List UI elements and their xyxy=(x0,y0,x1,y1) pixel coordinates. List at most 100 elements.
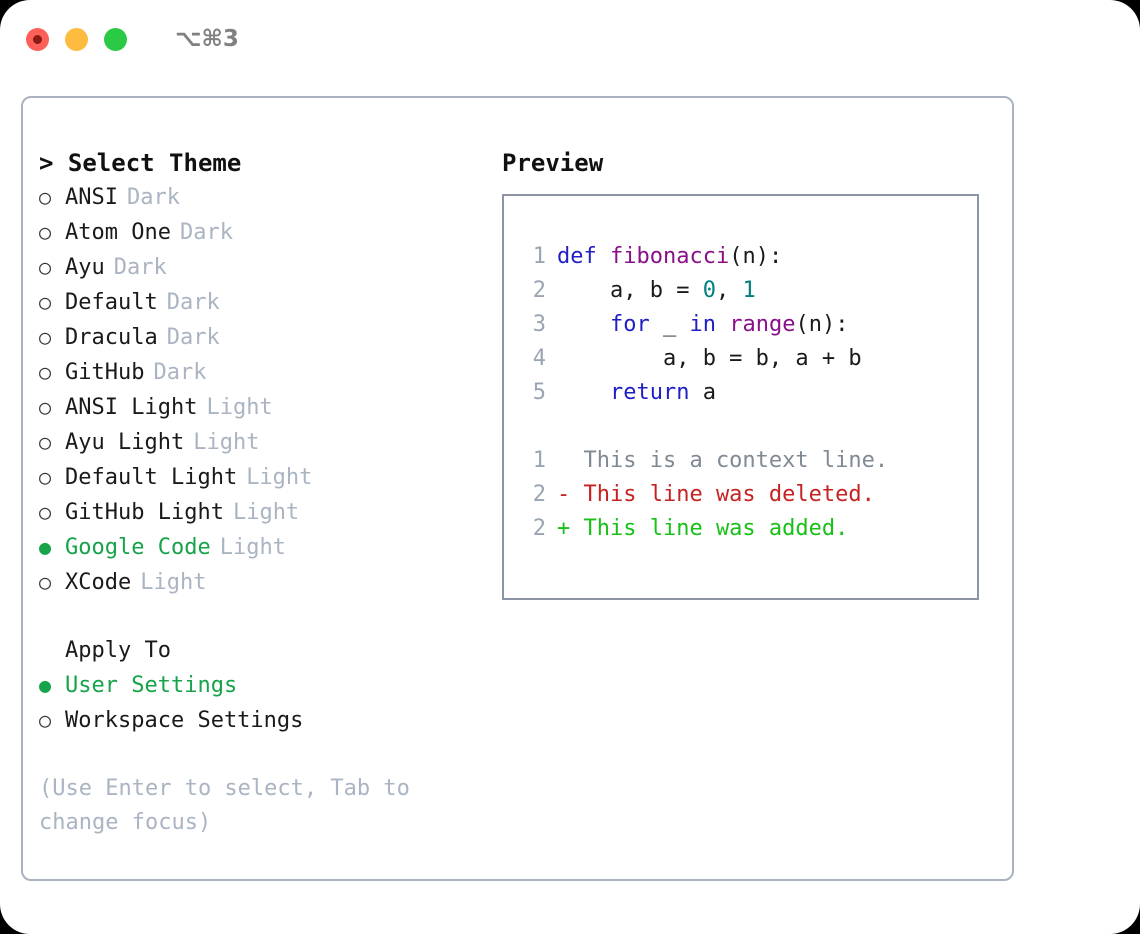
code-line-text: def fibonacci(n): xyxy=(557,240,782,274)
theme-variant-tag: Light xyxy=(206,395,273,420)
theme-variant-tag: Light xyxy=(193,430,260,455)
theme-variant-tag: Dark xyxy=(179,220,233,245)
diff-sample: 1 This is a context line.2- This line wa… xyxy=(516,444,977,546)
diff-line-text-ctx: This is a context line. xyxy=(557,448,889,473)
radio-unselected-icon[interactable]: ○ xyxy=(39,395,52,419)
radio-unselected-icon[interactable]: ○ xyxy=(39,570,52,594)
diff-line: 2- This line was deleted. xyxy=(516,478,977,512)
code-token-plain: a xyxy=(689,380,716,405)
theme-list-item[interactable]: ○ GitHub Light Light xyxy=(39,495,489,530)
maximize-window-button[interactable] xyxy=(104,27,127,51)
apply-to-option-label: User Settings xyxy=(65,673,238,698)
radio-selected-icon[interactable]: ● xyxy=(39,673,52,697)
keyboard-shortcut-label: ⌥⌘3 xyxy=(175,26,239,52)
theme-list-item[interactable]: ○ Default Light Light xyxy=(39,460,489,495)
theme-variant-tag: Light xyxy=(140,570,207,595)
theme-name-label: GitHub Light xyxy=(65,500,224,525)
code-line-number: 1 xyxy=(532,244,546,269)
diff-line-number: 1 xyxy=(532,448,546,473)
radio-unselected-icon[interactable]: ○ xyxy=(39,220,52,244)
theme-name-label: Dracula xyxy=(65,325,158,350)
code-token-plain: (n): xyxy=(795,312,849,337)
code-line-text: a, b = 0, 1 xyxy=(557,274,756,308)
traffic-lights xyxy=(26,27,127,51)
radio-unselected-icon[interactable]: ○ xyxy=(39,290,52,314)
code-token-kw: in xyxy=(689,312,716,337)
apply-to-section: Apply To ●User Settings○Workspace Settin… xyxy=(39,634,489,738)
code-line-text: for _ in range(n): xyxy=(557,308,848,342)
radio-unselected-icon[interactable]: ○ xyxy=(39,360,52,384)
code-token-plain xyxy=(557,380,610,405)
code-token-plain xyxy=(557,312,610,337)
code-token-fn: range xyxy=(729,312,796,337)
code-token-plain: (n): xyxy=(729,244,783,269)
close-icon xyxy=(33,34,42,44)
code-token-kw: return xyxy=(609,380,690,405)
code-line-number: 4 xyxy=(532,346,546,371)
theme-list-item[interactable]: ○ XCode Light xyxy=(39,565,489,600)
theme-variant-tag: Light xyxy=(219,535,286,560)
code-line-text: return a xyxy=(557,376,716,410)
apply-to-option[interactable]: ● User Settings xyxy=(39,668,489,703)
keyboard-hint-text: (Use Enter to select, Tab to change focu… xyxy=(39,776,410,835)
theme-name-label: XCode xyxy=(65,570,132,595)
code-line: 1 def fibonacci(n): xyxy=(516,240,977,274)
theme-name-label: ANSI xyxy=(65,185,118,210)
theme-variant-tag: Dark xyxy=(166,290,220,315)
apply-to-option[interactable]: ○ Workspace Settings xyxy=(39,703,489,738)
radio-unselected-icon[interactable]: ○ xyxy=(39,500,52,524)
theme-name-label: ANSI Light xyxy=(65,395,198,420)
code-line: 2 a, b = 0, 1 xyxy=(516,274,977,308)
diff-line-number: 2 xyxy=(532,482,546,507)
code-line: 5 return a xyxy=(516,376,977,410)
close-window-button[interactable] xyxy=(26,27,49,51)
radio-unselected-icon[interactable]: ○ xyxy=(39,185,52,209)
code-token-plain xyxy=(716,312,729,337)
theme-variant-tag: Dark xyxy=(113,255,167,280)
radio-unselected-icon[interactable]: ○ xyxy=(39,708,52,732)
theme-list-item[interactable]: ○ ANSI Light Light xyxy=(39,390,489,425)
minimize-window-button[interactable] xyxy=(65,27,88,51)
theme-variant-tag: Dark xyxy=(166,325,220,350)
select-theme-heading: > Select Theme xyxy=(39,149,242,177)
apply-to-list: ● User Settings ○ Workspace Settings xyxy=(39,668,489,738)
theme-name-label: Ayu Light xyxy=(65,430,185,455)
diff-line-number: 2 xyxy=(532,516,546,541)
diff-line-text-add: + This line was added. xyxy=(557,516,849,541)
code-line-number: 2 xyxy=(532,278,546,303)
theme-variant-tag: Dark xyxy=(153,360,207,385)
code-token-plain: a, b = xyxy=(557,278,703,303)
preview-heading: Preview xyxy=(502,149,604,177)
diff-line: 1 This is a context line. xyxy=(516,444,977,478)
code-line-number: 5 xyxy=(532,380,546,405)
theme-list-item[interactable]: ○ GitHub Dark xyxy=(39,355,489,390)
radio-unselected-icon[interactable]: ○ xyxy=(39,430,52,454)
theme-list-item[interactable]: ○ Default Dark xyxy=(39,285,489,320)
code-line: 3 for _ in range(n): xyxy=(516,308,977,342)
radio-unselected-icon[interactable]: ○ xyxy=(39,465,52,489)
theme-list-item[interactable]: ○ Dracula Dark xyxy=(39,320,489,355)
title-bar: ⌥⌘3 xyxy=(0,0,1140,78)
apply-to-option-label: Workspace Settings xyxy=(65,708,304,733)
radio-unselected-icon[interactable]: ○ xyxy=(39,255,52,279)
radio-unselected-icon[interactable]: ○ xyxy=(39,325,52,349)
theme-variant-tag: Light xyxy=(246,465,313,490)
theme-name-label: Default Light xyxy=(65,465,238,490)
theme-name-label: Default xyxy=(65,290,158,315)
theme-list-item[interactable]: ○ Ayu Light Light xyxy=(39,425,489,460)
diff-line: 2 + This line was added. xyxy=(516,512,977,546)
theme-name-label: GitHub xyxy=(65,360,145,385)
code-token-plain: a, b = b, a + b xyxy=(557,346,862,371)
code-token-num: 0 xyxy=(702,278,716,303)
theme-variant-tag: Light xyxy=(232,500,300,525)
code-spacer xyxy=(516,410,977,444)
radio-selected-icon[interactable]: ● xyxy=(39,535,52,559)
